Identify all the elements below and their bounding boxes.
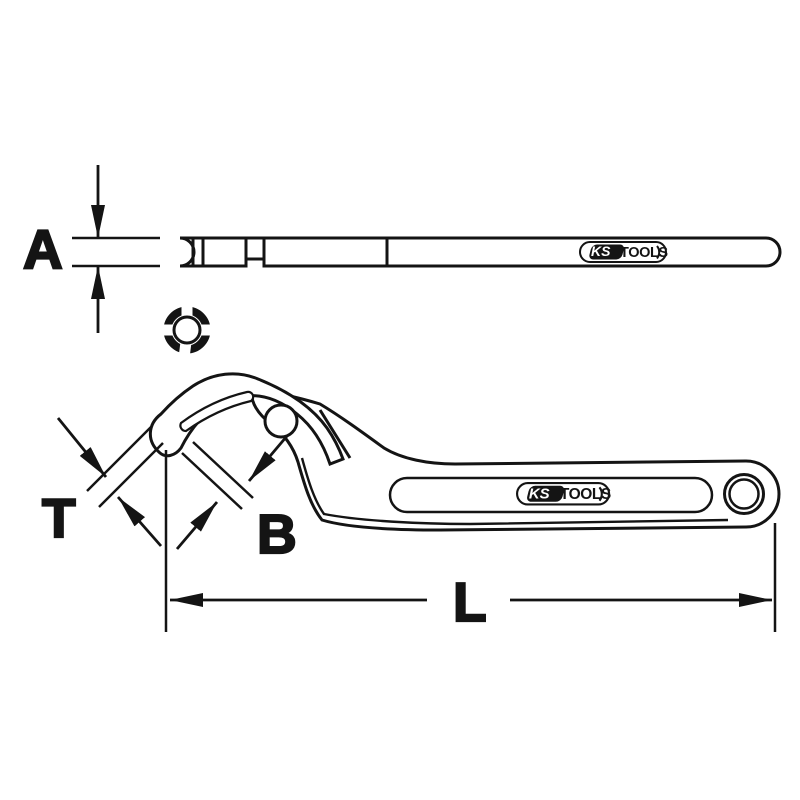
pivot-hole	[263, 403, 299, 439]
spline-nut-profile-icon	[159, 302, 215, 359]
wrench-main-view	[148, 372, 781, 532]
dimension-t-label: T	[42, 487, 76, 549]
spline-bore	[172, 315, 202, 345]
dimension-b-arrow	[247, 435, 289, 482]
logo-ks-text: KS	[529, 485, 550, 502]
wrench-side-view	[179, 236, 782, 268]
logo-paren-icon	[656, 245, 661, 260]
dimension-b-label: B	[257, 503, 297, 565]
logo-paren-icon	[598, 486, 603, 502]
dimension-t-arrow	[116, 496, 163, 547]
dimension-t-extension-line	[86, 426, 152, 492]
spline-ring-slots	[159, 302, 215, 359]
handle-inner-contour	[300, 457, 729, 526]
logo-ks-block	[589, 244, 624, 260]
ks-tools-logo-main-view: KS TOOLS	[516, 482, 611, 506]
dimension-b-arrow	[175, 501, 219, 550]
logo-ks-block	[527, 485, 565, 502]
logo-tools-text: TOOLS	[560, 486, 611, 503]
dimension-t-arrow	[56, 417, 108, 478]
logo-tools-text: TOOLS	[620, 245, 668, 261]
hanging-hole	[728, 478, 760, 510]
dimension-t-extension-line	[98, 442, 164, 508]
dimension-a: A	[22, 165, 160, 333]
side-view-outline	[179, 236, 782, 268]
dimension-l: L	[164, 450, 777, 634]
dimension-b: B	[175, 435, 298, 566]
ks-tools-logo-side-view: KS TOOLS	[579, 241, 669, 263]
dimension-a-label: A	[23, 218, 63, 280]
dimension-b-extension-line	[181, 452, 243, 510]
hinge-joint-line	[318, 409, 352, 459]
dimension-l-label: L	[453, 571, 487, 633]
dimension-t: T	[41, 417, 164, 550]
dimension-b-extension-line	[192, 441, 254, 499]
hook-outline	[148, 372, 345, 466]
hook-inner-band	[179, 390, 255, 433]
logo-ks-text: KS	[591, 243, 611, 259]
